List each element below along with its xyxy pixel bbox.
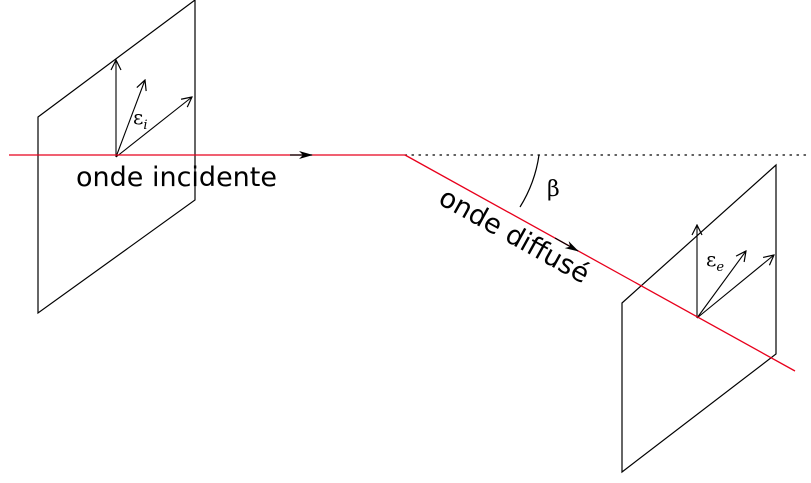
- epsilon-incident-subscript: i: [143, 118, 147, 133]
- epsilon-incident-label: εi: [133, 105, 148, 133]
- scattered-plane-frame: [621, 163, 777, 474]
- incident-horizontal-vector: [115, 97, 192, 158]
- epsilon-scattered-subscript: e: [716, 260, 724, 275]
- scattered-horizontal-vector: [696, 255, 774, 319]
- scattered-wave-label: onde diffusé: [434, 182, 595, 290]
- epsilon-scattered-label: εe: [706, 247, 724, 275]
- scattered-plane: εe: [621, 163, 777, 474]
- epsilon-incident-vector: [115, 80, 145, 158]
- epsilon-scattered-vector: [696, 251, 746, 319]
- incident-plane-frame: [37, 0, 196, 315]
- scattered-beam: [404, 154, 796, 372]
- incident-plane: εi: [37, 0, 196, 315]
- beta-angle-arc: [519, 154, 540, 208]
- incident-wave-label: onde incidente: [76, 162, 277, 193]
- epsilon-incident-symbol: ε: [133, 105, 143, 129]
- scattered-beam-direction-arrow: [554, 237, 579, 252]
- epsilon-scattered-symbol: ε: [706, 247, 716, 271]
- beta-angle-label: β: [547, 177, 560, 202]
